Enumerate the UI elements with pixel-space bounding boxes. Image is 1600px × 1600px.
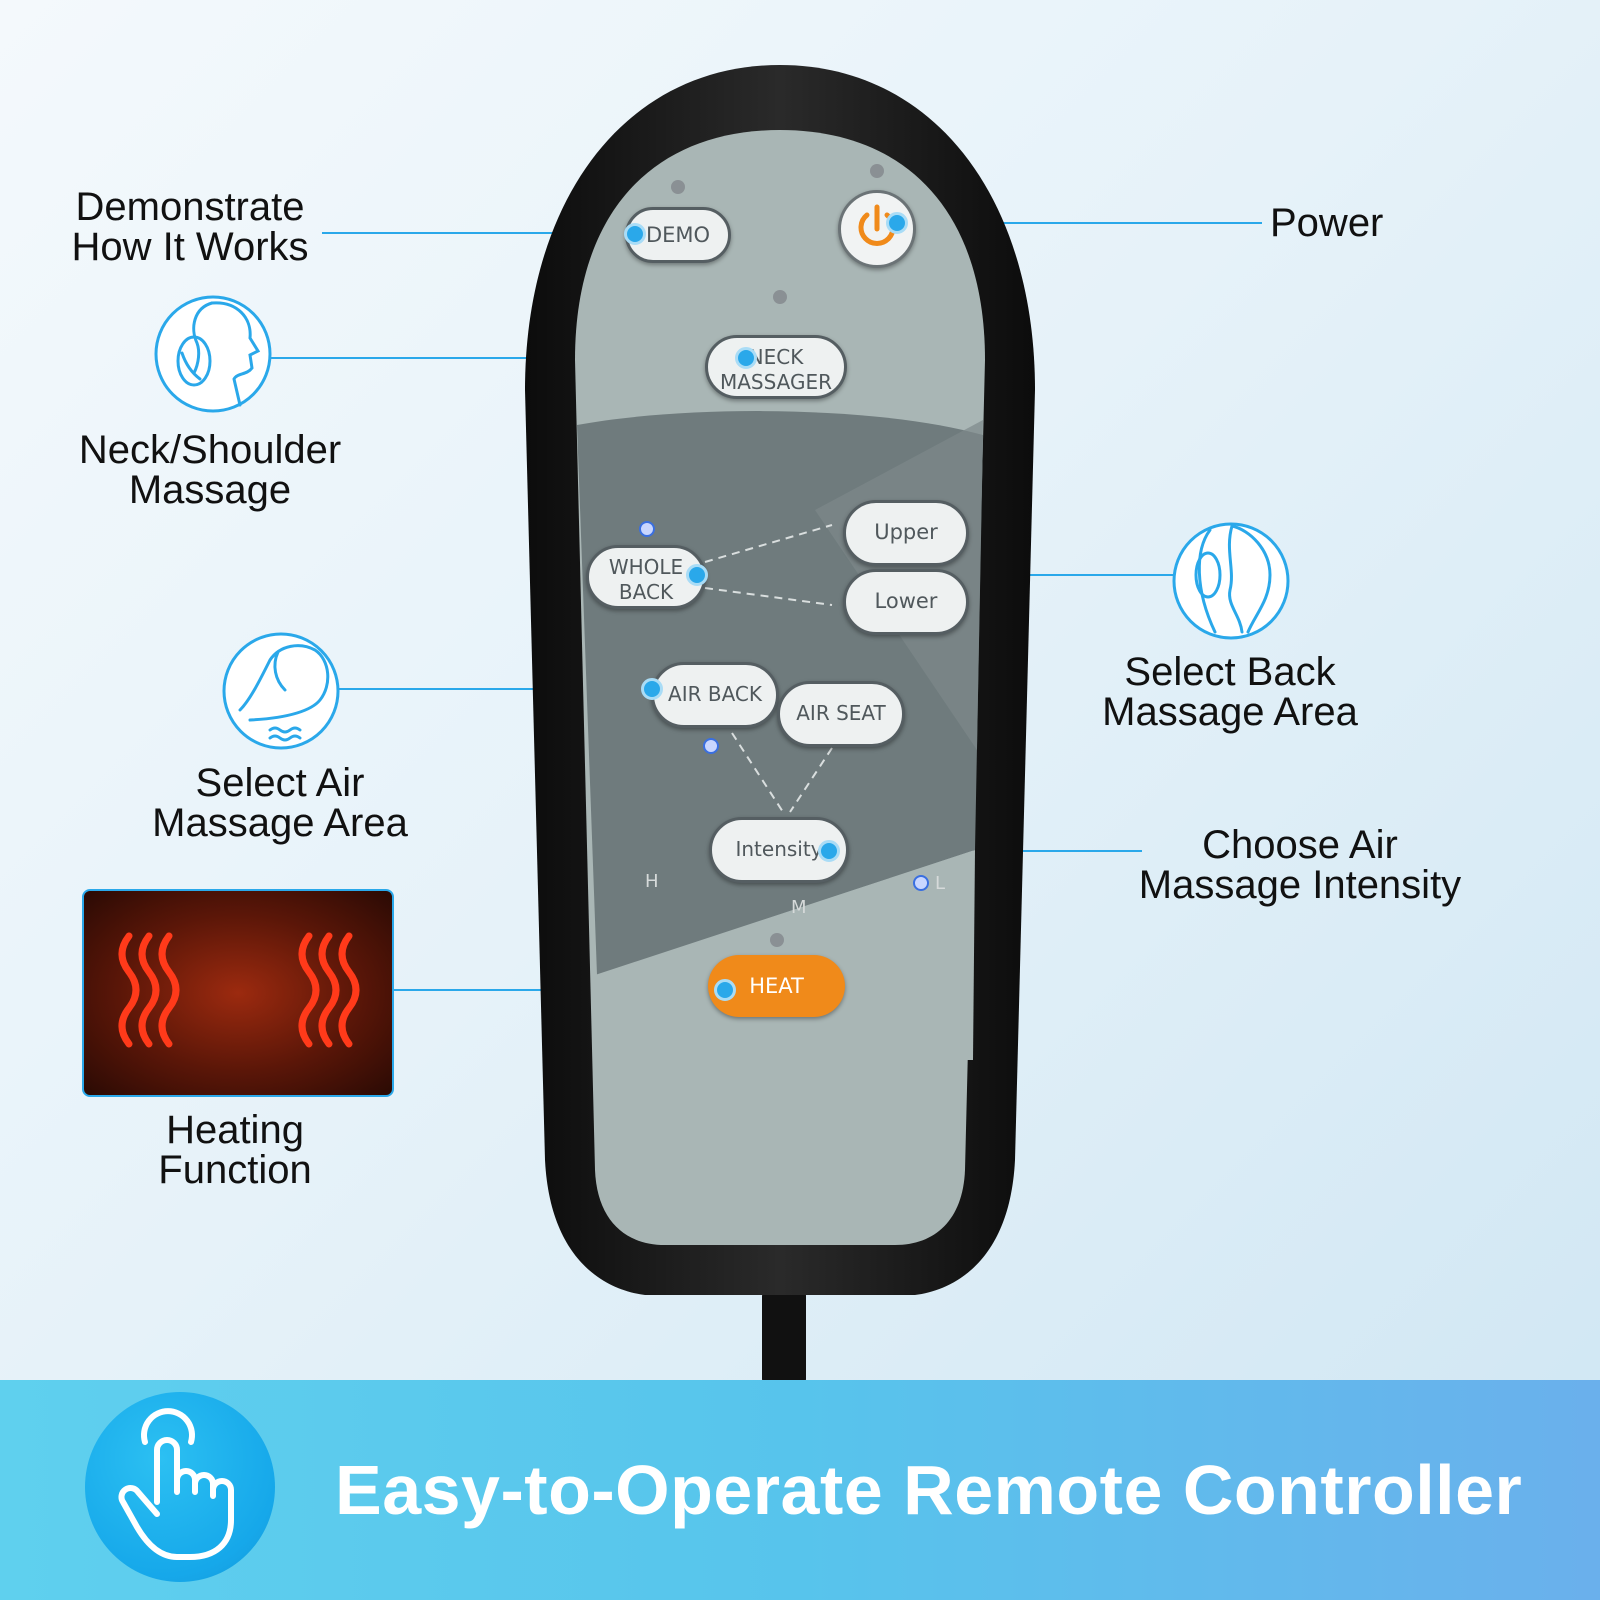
heating-pad-image [82,889,394,1097]
heat-wave-icon [118,932,360,1048]
power-callout-dot [886,212,908,234]
remote-cable [762,1290,806,1385]
air-back-button[interactable]: AIR BACK [651,662,779,728]
air-seat-icon [222,632,340,750]
neck-massage-icon [154,295,272,413]
intensity-high-label: H [645,871,659,892]
upper-button[interactable]: Upper [843,500,969,566]
demo-led [671,180,685,194]
neck-callout-dot [735,347,757,369]
intensity-low-label: L [935,873,946,894]
hand-pointer-icon [118,1408,234,1560]
hand-icon-circle [85,1392,275,1582]
banner-title: Easy-to-Operate Remote Controller [335,1451,1523,1529]
heat-callout-dot [714,979,736,1001]
intensity-callout-dot [818,840,840,862]
air-led [703,738,719,754]
heat-led [770,933,784,947]
intensity-medium-label: M [791,897,807,918]
air-callout-dot [641,678,663,700]
back-callout-dot [686,564,708,586]
air-seat-button[interactable]: AIR SEAT [777,681,905,747]
demo-callout-dot [624,223,646,245]
back-massage-icon [1172,522,1290,640]
power-led [870,164,884,178]
whole-back-led [639,521,655,537]
neck-massager-button[interactable]: NECK MASSAGER [705,335,847,399]
neck-led [773,290,787,304]
power-callout-label: Power [1270,201,1384,245]
lower-button[interactable]: Lower [843,569,969,635]
low-intensity-led [913,875,929,891]
